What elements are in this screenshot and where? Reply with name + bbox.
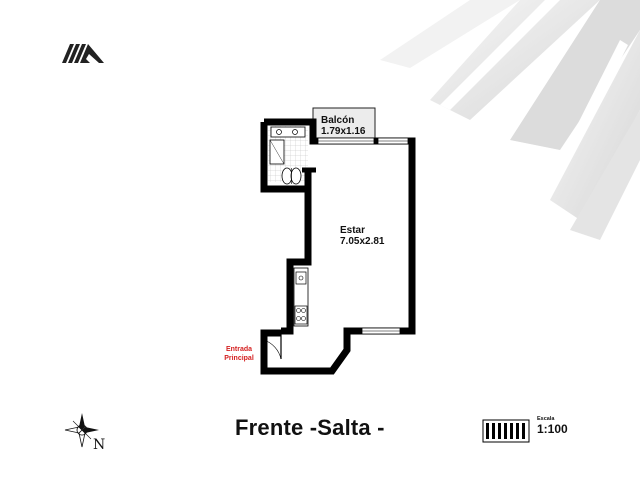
floor-plan-walls xyxy=(260,107,416,375)
apartment-outline xyxy=(260,118,416,375)
balcony-dims: 1.79x1.16 xyxy=(321,126,366,137)
living-name: Estar xyxy=(340,225,366,236)
decorative-corner-stripes xyxy=(380,0,640,240)
compass-rose-icon xyxy=(64,413,99,448)
entrance-label-line1: Entrada xyxy=(225,346,253,353)
sink-icon xyxy=(270,126,306,138)
toilet-icon xyxy=(281,167,302,185)
window-balcony xyxy=(317,137,375,145)
window-living-bottom xyxy=(361,327,401,335)
kitchen-sink-icon xyxy=(295,271,307,285)
scale-bar-icon xyxy=(482,419,530,443)
scale-value: 1:100 xyxy=(537,422,568,436)
entrance-label-line2: Principal xyxy=(224,354,254,362)
shower-tray xyxy=(269,139,285,165)
entrance-label: Entrada Principal xyxy=(216,346,262,363)
stove-icon xyxy=(294,305,308,325)
brand-logo-icon xyxy=(62,44,104,63)
balcony-name: Balcón xyxy=(321,115,355,126)
scale-caption: Escala xyxy=(537,416,555,422)
balcony-area xyxy=(312,107,376,142)
page-title: Frente -Salta - xyxy=(235,415,385,440)
compass-north-letter: N xyxy=(93,437,106,453)
window-living-top xyxy=(377,137,409,145)
living-dims: 7.05x2.81 xyxy=(340,236,385,247)
